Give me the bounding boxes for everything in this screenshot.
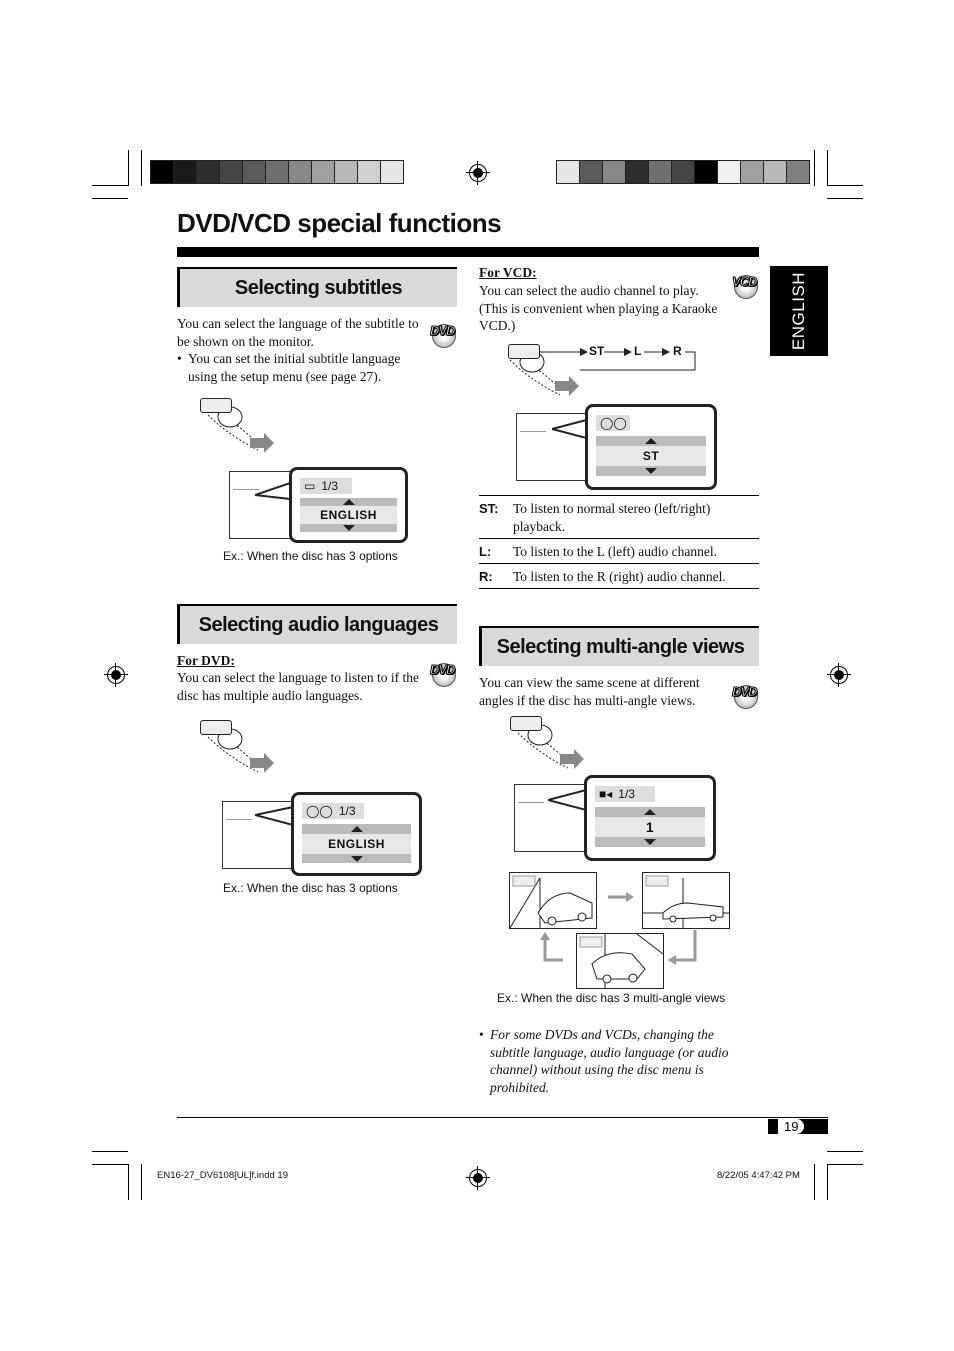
sequence-item-l: L — [634, 344, 642, 358]
audio-caption: Ex.: When the disc has 3 options — [223, 881, 398, 895]
bottom-rule — [177, 1117, 828, 1118]
audio-value: ENGLISH — [302, 834, 411, 854]
channel-row-l: L:To listen to the L (left) audio channe… — [479, 538, 759, 563]
subtitles-heading: Selecting subtitles — [177, 267, 457, 307]
arrow-right-icon — [560, 749, 584, 769]
audio-description: You can select the language to listen to… — [177, 670, 419, 703]
page-title: DVD/VCD special functions — [177, 208, 502, 238]
crop-mark — [827, 150, 828, 186]
arrow-right-icon — [250, 433, 274, 453]
arrow-right-icon — [555, 376, 579, 396]
angle-view-2 — [642, 872, 730, 929]
page-number: 19 — [768, 1119, 828, 1134]
crop-mark — [827, 185, 863, 186]
angle-cycle-arrows — [540, 892, 697, 965]
angle-heading: Selecting multi-angle views — [479, 626, 759, 666]
crop-mark — [92, 1164, 128, 1165]
angle-view-3 — [576, 933, 664, 989]
crop-mark — [814, 1164, 815, 1200]
audio-icon: ◯◯ — [600, 416, 627, 430]
camera-angle-icon: ■◂ — [599, 787, 613, 801]
sequence-item-st: ST — [589, 344, 605, 358]
angle-button[interactable] — [510, 716, 542, 731]
subtitle-osd: ▭1/3 ENGLISH — [289, 467, 408, 543]
subtitle-value: ENGLISH — [300, 506, 397, 524]
vcd-channel-value: ST — [596, 446, 706, 466]
dvd-disc-icon: DVD — [430, 662, 458, 687]
registration-mark — [466, 1166, 490, 1190]
channel-sequence-diagram — [540, 348, 696, 371]
crop-mark — [141, 150, 142, 186]
color-swatch-bar-right — [556, 160, 810, 184]
registration-mark — [466, 161, 490, 185]
prohibition-note: For some DVDs and VCDs, changing the sub… — [490, 1027, 729, 1095]
crop-mark — [827, 1164, 863, 1165]
vcd-for-label: For VCD: — [479, 265, 537, 280]
channel-row-r: R:To listen to the R (right) audio chann… — [479, 563, 759, 589]
footer-file-info: EN16-27_DV6108[UL]f.indd 19 — [157, 1170, 288, 1181]
color-swatch-bar-left — [150, 160, 404, 184]
channel-row-st: ST:To listen to normal stereo (left/righ… — [479, 495, 759, 538]
crop-mark — [827, 1164, 828, 1200]
audio-for-label: For DVD: — [177, 653, 235, 668]
crop-mark — [92, 185, 128, 186]
crop-mark — [92, 198, 128, 199]
vcd-disc-icon: VCD — [732, 274, 760, 299]
audio-button[interactable] — [508, 344, 540, 359]
crop-mark — [92, 1151, 128, 1152]
audio-osd: ◯◯1/3 ENGLISH — [291, 792, 422, 876]
vcd-audio-osd: ◯◯ ST — [585, 404, 717, 490]
angle-caption: Ex.: When the disc has 3 multi-angle vie… — [497, 991, 726, 1005]
registration-mark — [104, 663, 128, 687]
angle-value: 1 — [595, 817, 705, 837]
audio-icon: ◯◯ — [306, 804, 333, 818]
subtitle-icon: ▭ — [304, 479, 316, 493]
crop-mark — [128, 150, 129, 186]
dvd-disc-icon: DVD — [732, 684, 760, 709]
dvd-disc-icon: DVD — [430, 323, 458, 348]
subtitle-button[interactable] — [200, 398, 232, 413]
crop-mark — [827, 1151, 863, 1152]
subtitles-description: You can select the language of the subti… — [177, 316, 419, 349]
subtitles-bullet: You can set the initial subtitle languag… — [188, 351, 401, 384]
language-side-tab: ENGLISH — [770, 266, 828, 356]
crop-mark — [814, 150, 815, 186]
subtitles-caption: Ex.: When the disc has 3 options — [223, 549, 398, 563]
sequence-item-r: R — [673, 344, 682, 358]
angle-view-1 — [509, 872, 597, 929]
registration-mark — [827, 663, 851, 687]
footer-timestamp: 8/22/05 4:47:42 PM — [717, 1170, 800, 1181]
title-rule — [177, 247, 759, 257]
monitor-screen — [229, 471, 293, 539]
crop-mark — [141, 1164, 142, 1200]
audio-heading: Selecting audio languages — [177, 604, 457, 644]
vcd-description: You can select the audio channel to play… — [479, 283, 718, 333]
crop-mark — [827, 198, 863, 199]
angle-description: You can view the same scene at different… — [479, 675, 700, 708]
crop-mark — [128, 1164, 129, 1200]
angle-osd: ■◂1/3 1 — [584, 775, 716, 861]
audio-button[interactable] — [200, 720, 232, 735]
arrow-right-icon — [250, 753, 274, 773]
